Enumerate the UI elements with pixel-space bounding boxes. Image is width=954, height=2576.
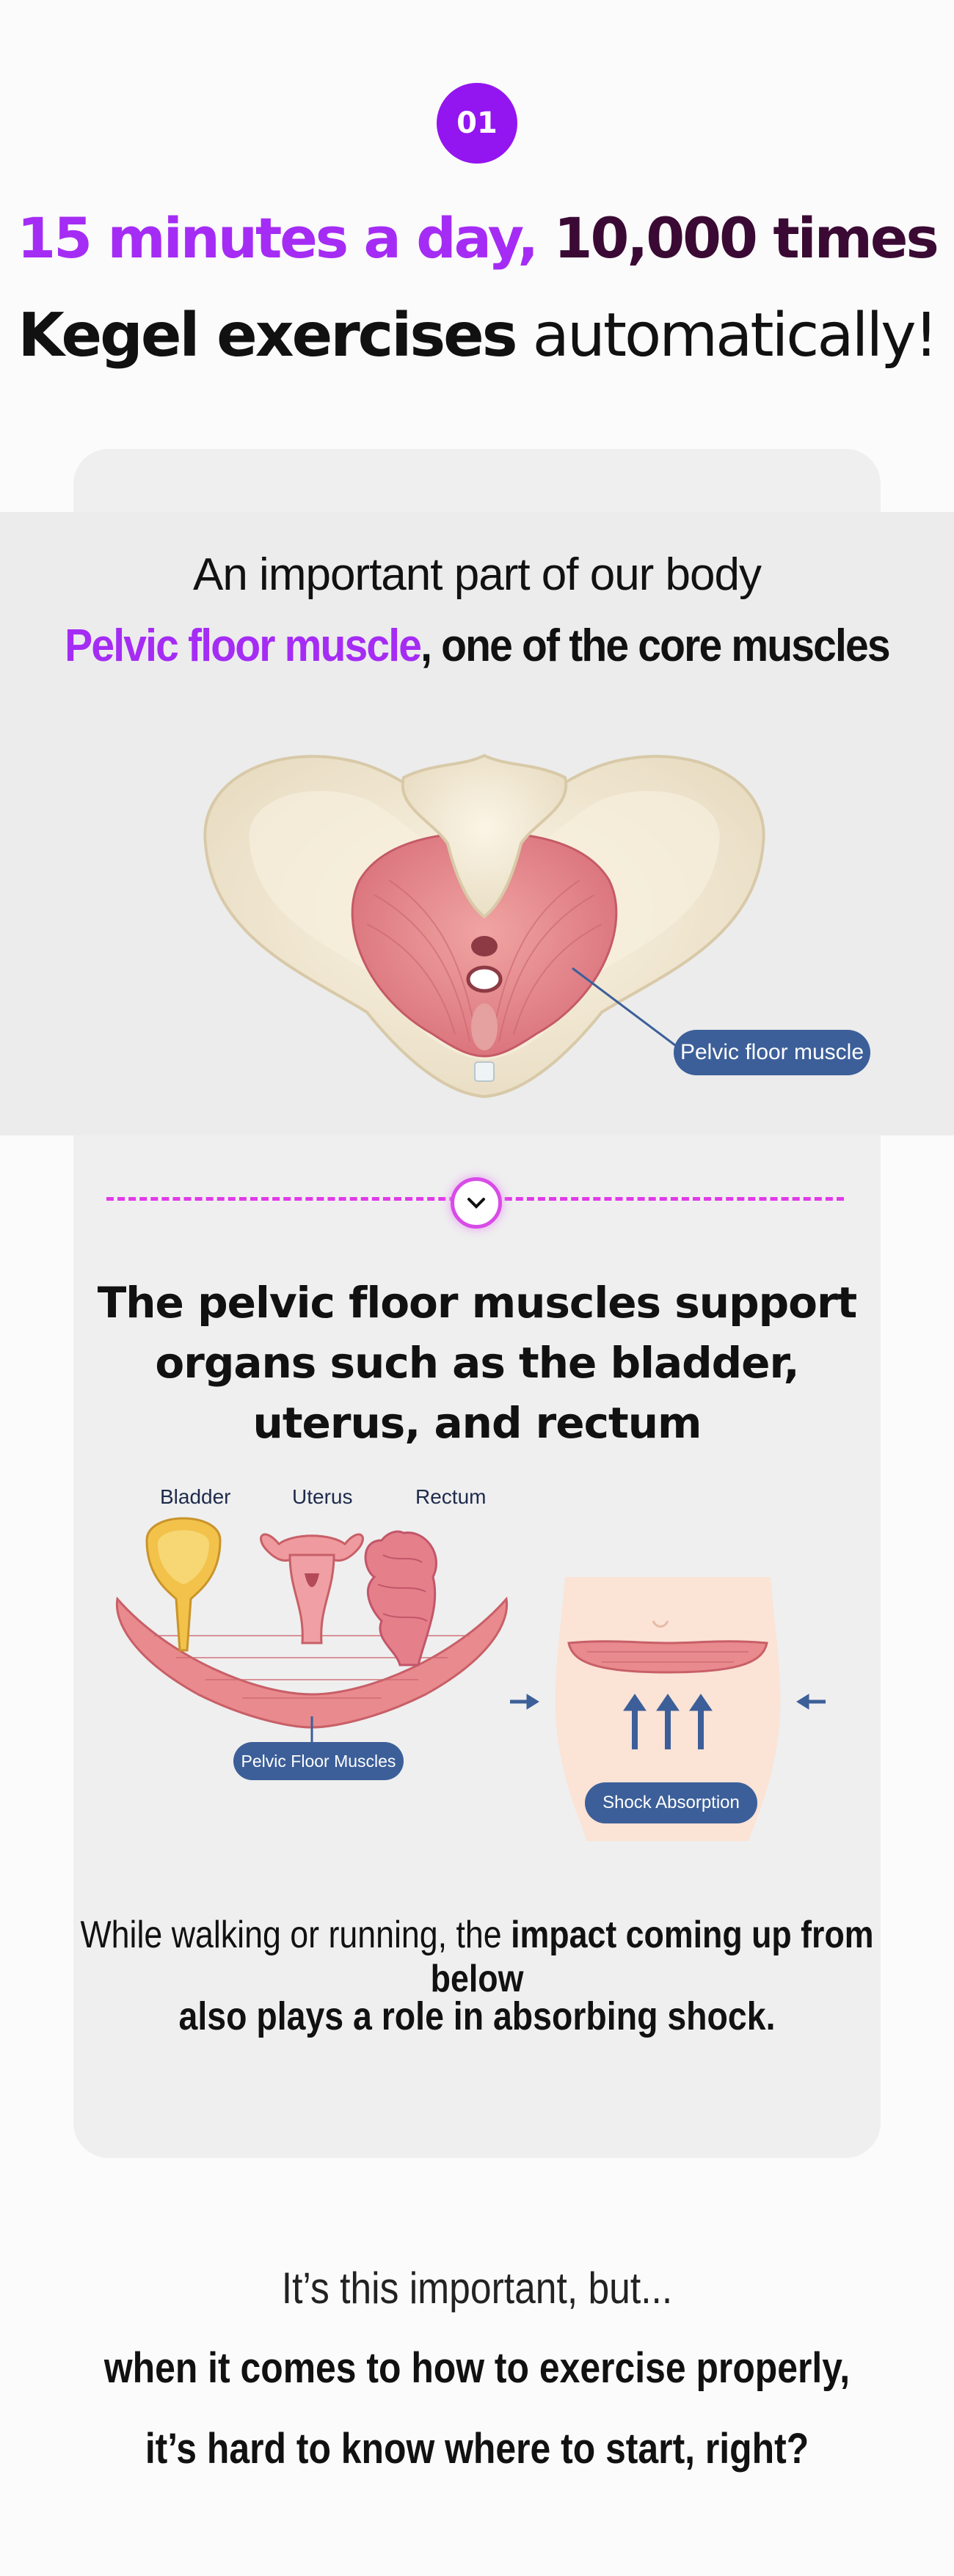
pelvis-illustration bbox=[203, 753, 765, 1099]
organs-illustration bbox=[115, 1517, 509, 1746]
headline-automatically: automatically! bbox=[532, 301, 939, 370]
headline-line-2: Kegel exercises automatically! bbox=[0, 301, 954, 370]
walking-text-line-2: also plays a role in absorbing shock. bbox=[178, 1994, 776, 2038]
headline-line-1: 15 minutes a day, 10,000 times bbox=[0, 205, 954, 271]
expand-chevron-button[interactable] bbox=[451, 1177, 502, 1229]
chevron-down-icon bbox=[467, 1198, 485, 1209]
section1-title-highlight: Pelvic floor muscle bbox=[65, 621, 422, 671]
headline-highlight: 15 minutes a day, bbox=[17, 205, 539, 271]
section1-title-rest: , one of the core muscles bbox=[420, 621, 891, 671]
walking-text-normal: While walking or running, the bbox=[80, 1914, 511, 1956]
walking-text-line-1: While walking or running, the impact com… bbox=[67, 1913, 887, 2001]
pelvic-floor-callout: Pelvic floor muscle bbox=[674, 1030, 870, 1075]
closing-line-1: It’s this important, but... bbox=[281, 2264, 673, 2313]
bladder-label: Bladder bbox=[160, 1485, 231, 1508]
step-badge: 01 bbox=[437, 83, 517, 164]
walking-text-bold: impact coming up from below bbox=[430, 1914, 874, 2000]
shock-absorption-label: Shock Absorption bbox=[585, 1782, 757, 1823]
section1-title: Pelvic floor muscle, one of the core mus… bbox=[38, 620, 916, 672]
uterus-label: Uterus bbox=[292, 1485, 353, 1508]
closing-line-2: when it comes to how to exercise properl… bbox=[103, 2344, 851, 2392]
closing-line-3: it’s hard to know where to start, right? bbox=[145, 2425, 809, 2473]
headline-count: 10,000 times bbox=[553, 205, 939, 271]
shock-absorption-illustration bbox=[510, 1577, 826, 1841]
section1-intro: An important part of our body bbox=[192, 549, 762, 600]
pelvic-floor-muscles-label: Pelvic Floor Muscles bbox=[233, 1742, 404, 1780]
section2-title: The pelvic floor muscles support organs … bbox=[97, 1278, 858, 1448]
headline-kegel: Kegel exercises bbox=[18, 301, 517, 370]
rectum-label: Rectum bbox=[415, 1485, 487, 1508]
